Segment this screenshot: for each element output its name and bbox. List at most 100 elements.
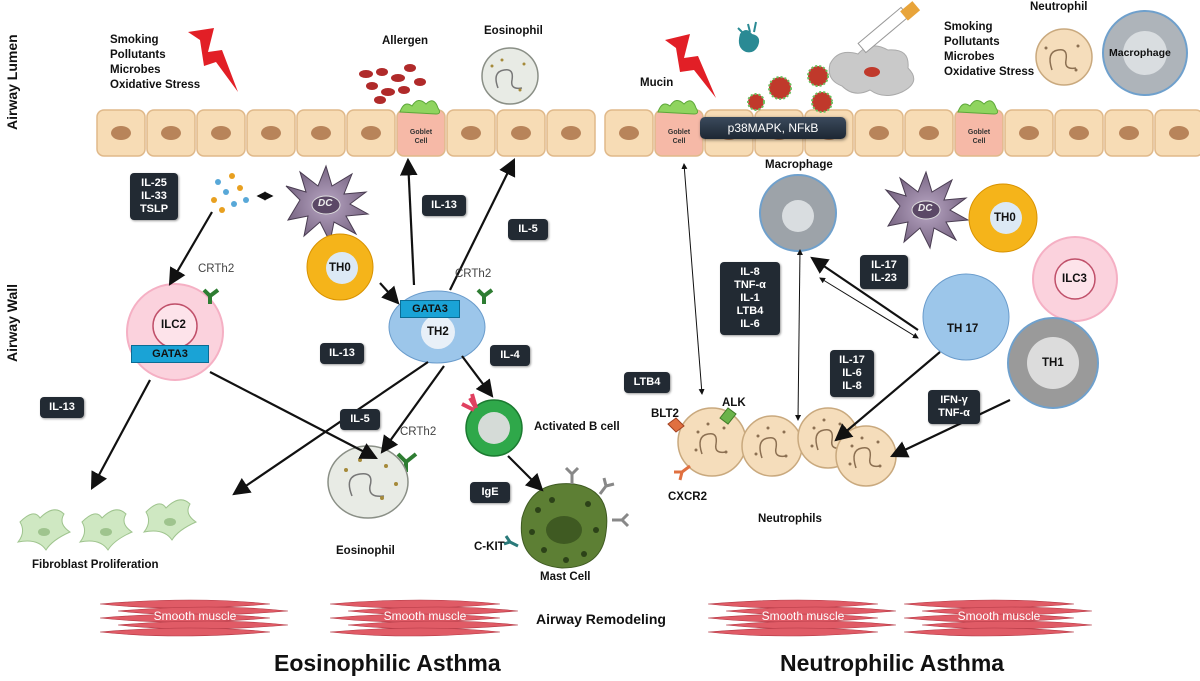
ilc3-label: ILC3 <box>1062 273 1087 285</box>
il5-box-a: IL-5 <box>508 219 548 240</box>
th0-cell-right <box>968 183 1038 253</box>
microbe-icon <box>737 21 760 53</box>
il17-il23-box: IL-17 IL-23 <box>860 255 908 289</box>
nucleus <box>1119 126 1139 140</box>
granule <box>810 444 814 448</box>
th1-cell <box>1007 317 1099 409</box>
smooth-muscle-fiber <box>707 613 879 623</box>
smooth-muscle-label: Smooth muscle <box>762 609 845 623</box>
macrophage-mid-label: Macrophage <box>765 159 833 171</box>
nucleus <box>1169 126 1189 140</box>
granule <box>754 452 758 456</box>
triggers-left-label: Smoking Pollutants Microbes Oxidative St… <box>110 34 201 91</box>
lightning-icon <box>665 34 716 98</box>
cxcr2-label: CXCR2 <box>668 491 707 503</box>
gata3-ilc2-badge: GATA3 <box>131 345 209 363</box>
mast-cell-icon <box>503 466 630 569</box>
eosinophilic-asthma-title: Eosinophilic Asthma <box>274 650 501 676</box>
granule <box>822 418 826 422</box>
eosinophil-bottom-icon <box>327 445 409 519</box>
allergen-label: Allergen <box>382 35 429 47</box>
nucleus <box>161 126 181 140</box>
th0-left-label: TH0 <box>329 262 351 274</box>
dendritic-cell-left-icon <box>285 164 370 244</box>
nucleus <box>461 126 481 140</box>
granule <box>756 434 760 438</box>
granule <box>722 426 726 430</box>
goblet-cell-label: Goblet <box>968 129 991 136</box>
il13-box-c: IL-13 <box>40 397 84 418</box>
smooth-muscle-fiber <box>707 599 879 609</box>
mucus-icon <box>957 100 999 115</box>
gata3-th2-badge: GATA3 <box>400 300 460 318</box>
ckit-label: C-KIT <box>474 541 505 553</box>
granule <box>860 436 864 440</box>
smooth-muscle-fiber <box>329 599 501 609</box>
nucleus <box>311 126 331 140</box>
ige-box: IgE <box>470 482 510 503</box>
allergen-icon <box>359 64 426 104</box>
nucleus <box>261 126 281 140</box>
crth2-label-3: CRTh2 <box>400 426 437 438</box>
alk-label: ALK <box>722 397 746 409</box>
granule <box>706 422 710 426</box>
goblet-cell-label: Cell <box>415 138 428 145</box>
airway-lumen-label: Airway Lumen <box>4 34 20 130</box>
neutrophil-cell <box>835 425 897 487</box>
dc-left-label: DC <box>318 198 333 209</box>
neutrophil-top-icon <box>1035 28 1093 86</box>
mucus-icon <box>657 100 699 115</box>
neutrophils-cluster-icon <box>677 407 897 487</box>
ilc2-label: ILC2 <box>161 319 186 331</box>
triggers-right-label: Smoking Pollutants Microbes Oxidative St… <box>944 21 1035 78</box>
il17-il6-il8-box: IL-17 IL-6 IL-8 <box>830 350 874 397</box>
il5-box-b: IL-5 <box>340 409 380 430</box>
mast-cell-label: Mast Cell <box>540 571 591 583</box>
granule <box>876 440 880 444</box>
nucleus <box>511 126 531 140</box>
neutrophils-label: Neutrophils <box>758 513 822 525</box>
neutrophil-nucleus <box>759 436 787 459</box>
ilc3-cell <box>1032 236 1118 322</box>
smooth-muscle-fiber <box>99 599 271 609</box>
cytokine-dots-icon <box>211 173 249 213</box>
dendritic-cell-right-icon <box>884 170 970 250</box>
il13-box-a: IL-13 <box>422 195 466 216</box>
smooth-muscle-fiber <box>903 613 1075 623</box>
granule <box>694 448 698 452</box>
granule <box>782 430 786 434</box>
granule <box>848 462 852 466</box>
neutrophil-nucleus <box>853 446 881 469</box>
dc-right-label: DC <box>918 203 933 214</box>
il25-il33-tslp-box: IL-25 IL-33 TSLP <box>130 173 178 220</box>
granule <box>766 426 770 430</box>
nucleus <box>561 126 581 140</box>
macrophage-mid-icon <box>759 174 837 252</box>
macrophage-top-icon <box>1102 10 1188 96</box>
granule <box>696 430 700 434</box>
smooth-muscle-fiber <box>99 627 271 637</box>
cigarette-smoke-icon <box>828 1 921 96</box>
nucleus <box>919 126 939 140</box>
th1-label: TH1 <box>1042 357 1064 369</box>
granule <box>812 426 816 430</box>
th0-right-label: TH0 <box>994 212 1016 224</box>
macrophage-top-label: Macrophage <box>1109 47 1171 59</box>
neutrophil-cell <box>741 415 803 477</box>
lightning-icon <box>188 28 238 92</box>
granule <box>878 464 882 468</box>
smooth-muscle-fiber <box>329 627 501 637</box>
virus-icon <box>747 65 833 113</box>
smooth-muscle-fiber <box>99 613 271 623</box>
arrows-left <box>90 157 544 496</box>
il8-tnf-il1-ltb4-il6-box: IL-8 TNF-α IL-1 LTB4 IL-6 <box>720 262 780 335</box>
granule <box>850 444 854 448</box>
nucleus <box>1069 126 1089 140</box>
il4-box: IL-4 <box>490 345 530 366</box>
smooth-muscle-fiber <box>903 627 1075 637</box>
smooth-muscle-label: Smooth muscle <box>384 609 467 623</box>
activated-b-cell-icon <box>461 393 523 457</box>
smooth-muscle-label: Smooth muscle <box>154 609 237 623</box>
